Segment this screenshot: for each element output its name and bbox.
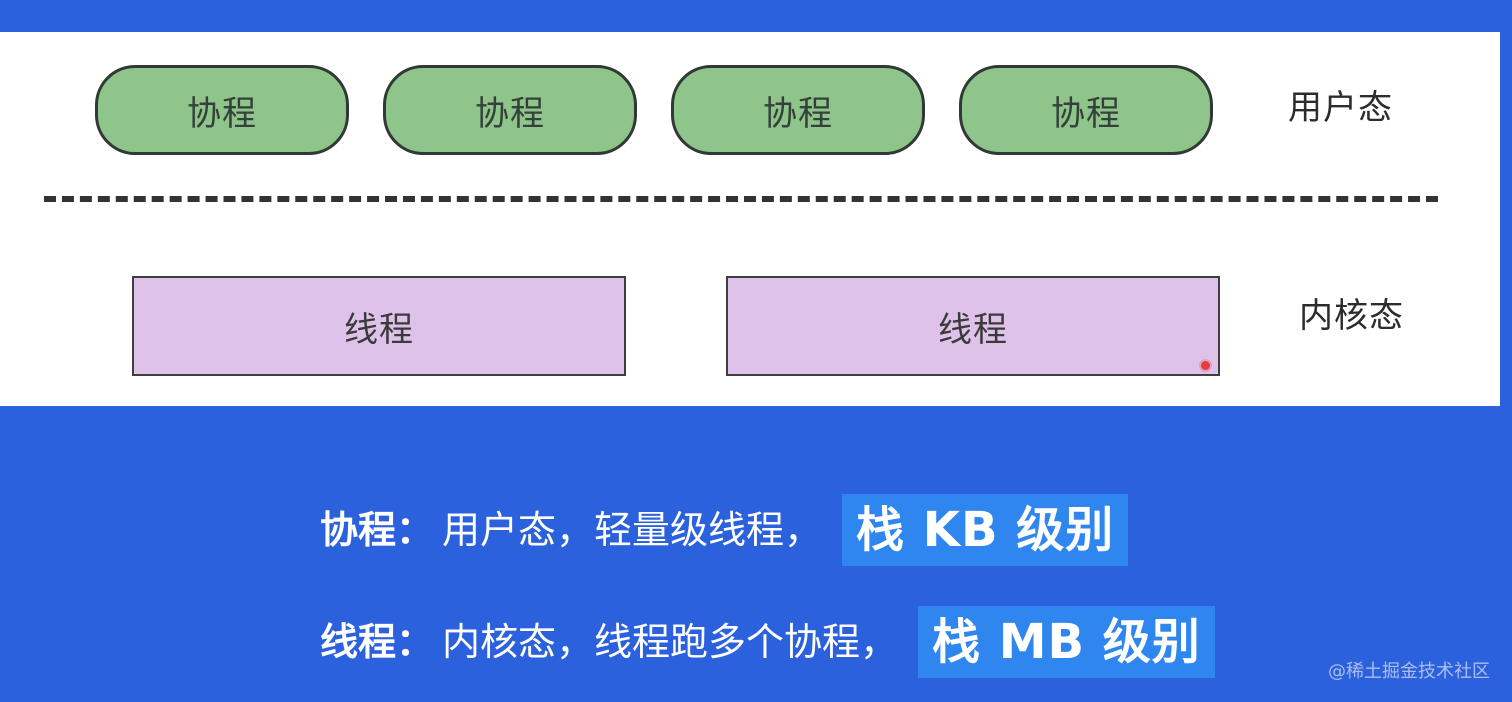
- thread-description: 线程： 内核态，线程跑多个协程， 栈 MB 级别: [320, 606, 1215, 678]
- coroutine-stack-highlight: 栈 KB 级别: [842, 494, 1129, 566]
- thread-box: 线程: [726, 276, 1220, 376]
- coroutine-description: 协程： 用户态，轻量级线程， 栈 KB 级别: [320, 494, 1129, 566]
- coroutine-term: 协程：: [320, 508, 435, 552]
- thread-label: 线程: [344, 309, 414, 350]
- coroutine-box: 协程: [959, 65, 1213, 155]
- thread-box: 线程: [132, 276, 626, 376]
- diagram-panel: 协程 协程 协程 协程 用户态 线程 线程 内核态: [0, 32, 1500, 406]
- coroutine-label: 协程: [1051, 93, 1121, 134]
- layer-divider: [44, 196, 1438, 202]
- kernel-mode-label: 内核态: [1299, 296, 1404, 336]
- coroutine-box: 协程: [383, 65, 637, 155]
- coroutine-label: 协程: [187, 93, 257, 134]
- thread-term: 线程：: [320, 620, 435, 664]
- watermark: @稀土掘金技术社区: [1328, 661, 1490, 682]
- coroutine-box: 协程: [671, 65, 925, 155]
- coroutine-box: 协程: [95, 65, 349, 155]
- thread-label: 线程: [938, 309, 1008, 350]
- thread-stack-highlight: 栈 MB 级别: [918, 606, 1215, 678]
- coroutine-label: 协程: [475, 93, 545, 134]
- coroutine-description-text: 用户态，轻量级线程，: [442, 508, 823, 552]
- user-mode-label: 用户态: [1288, 88, 1393, 128]
- coroutine-label: 协程: [763, 93, 833, 134]
- thread-description-text: 内核态，线程跑多个协程，: [442, 620, 899, 664]
- pointer-dot-icon: [1201, 361, 1210, 370]
